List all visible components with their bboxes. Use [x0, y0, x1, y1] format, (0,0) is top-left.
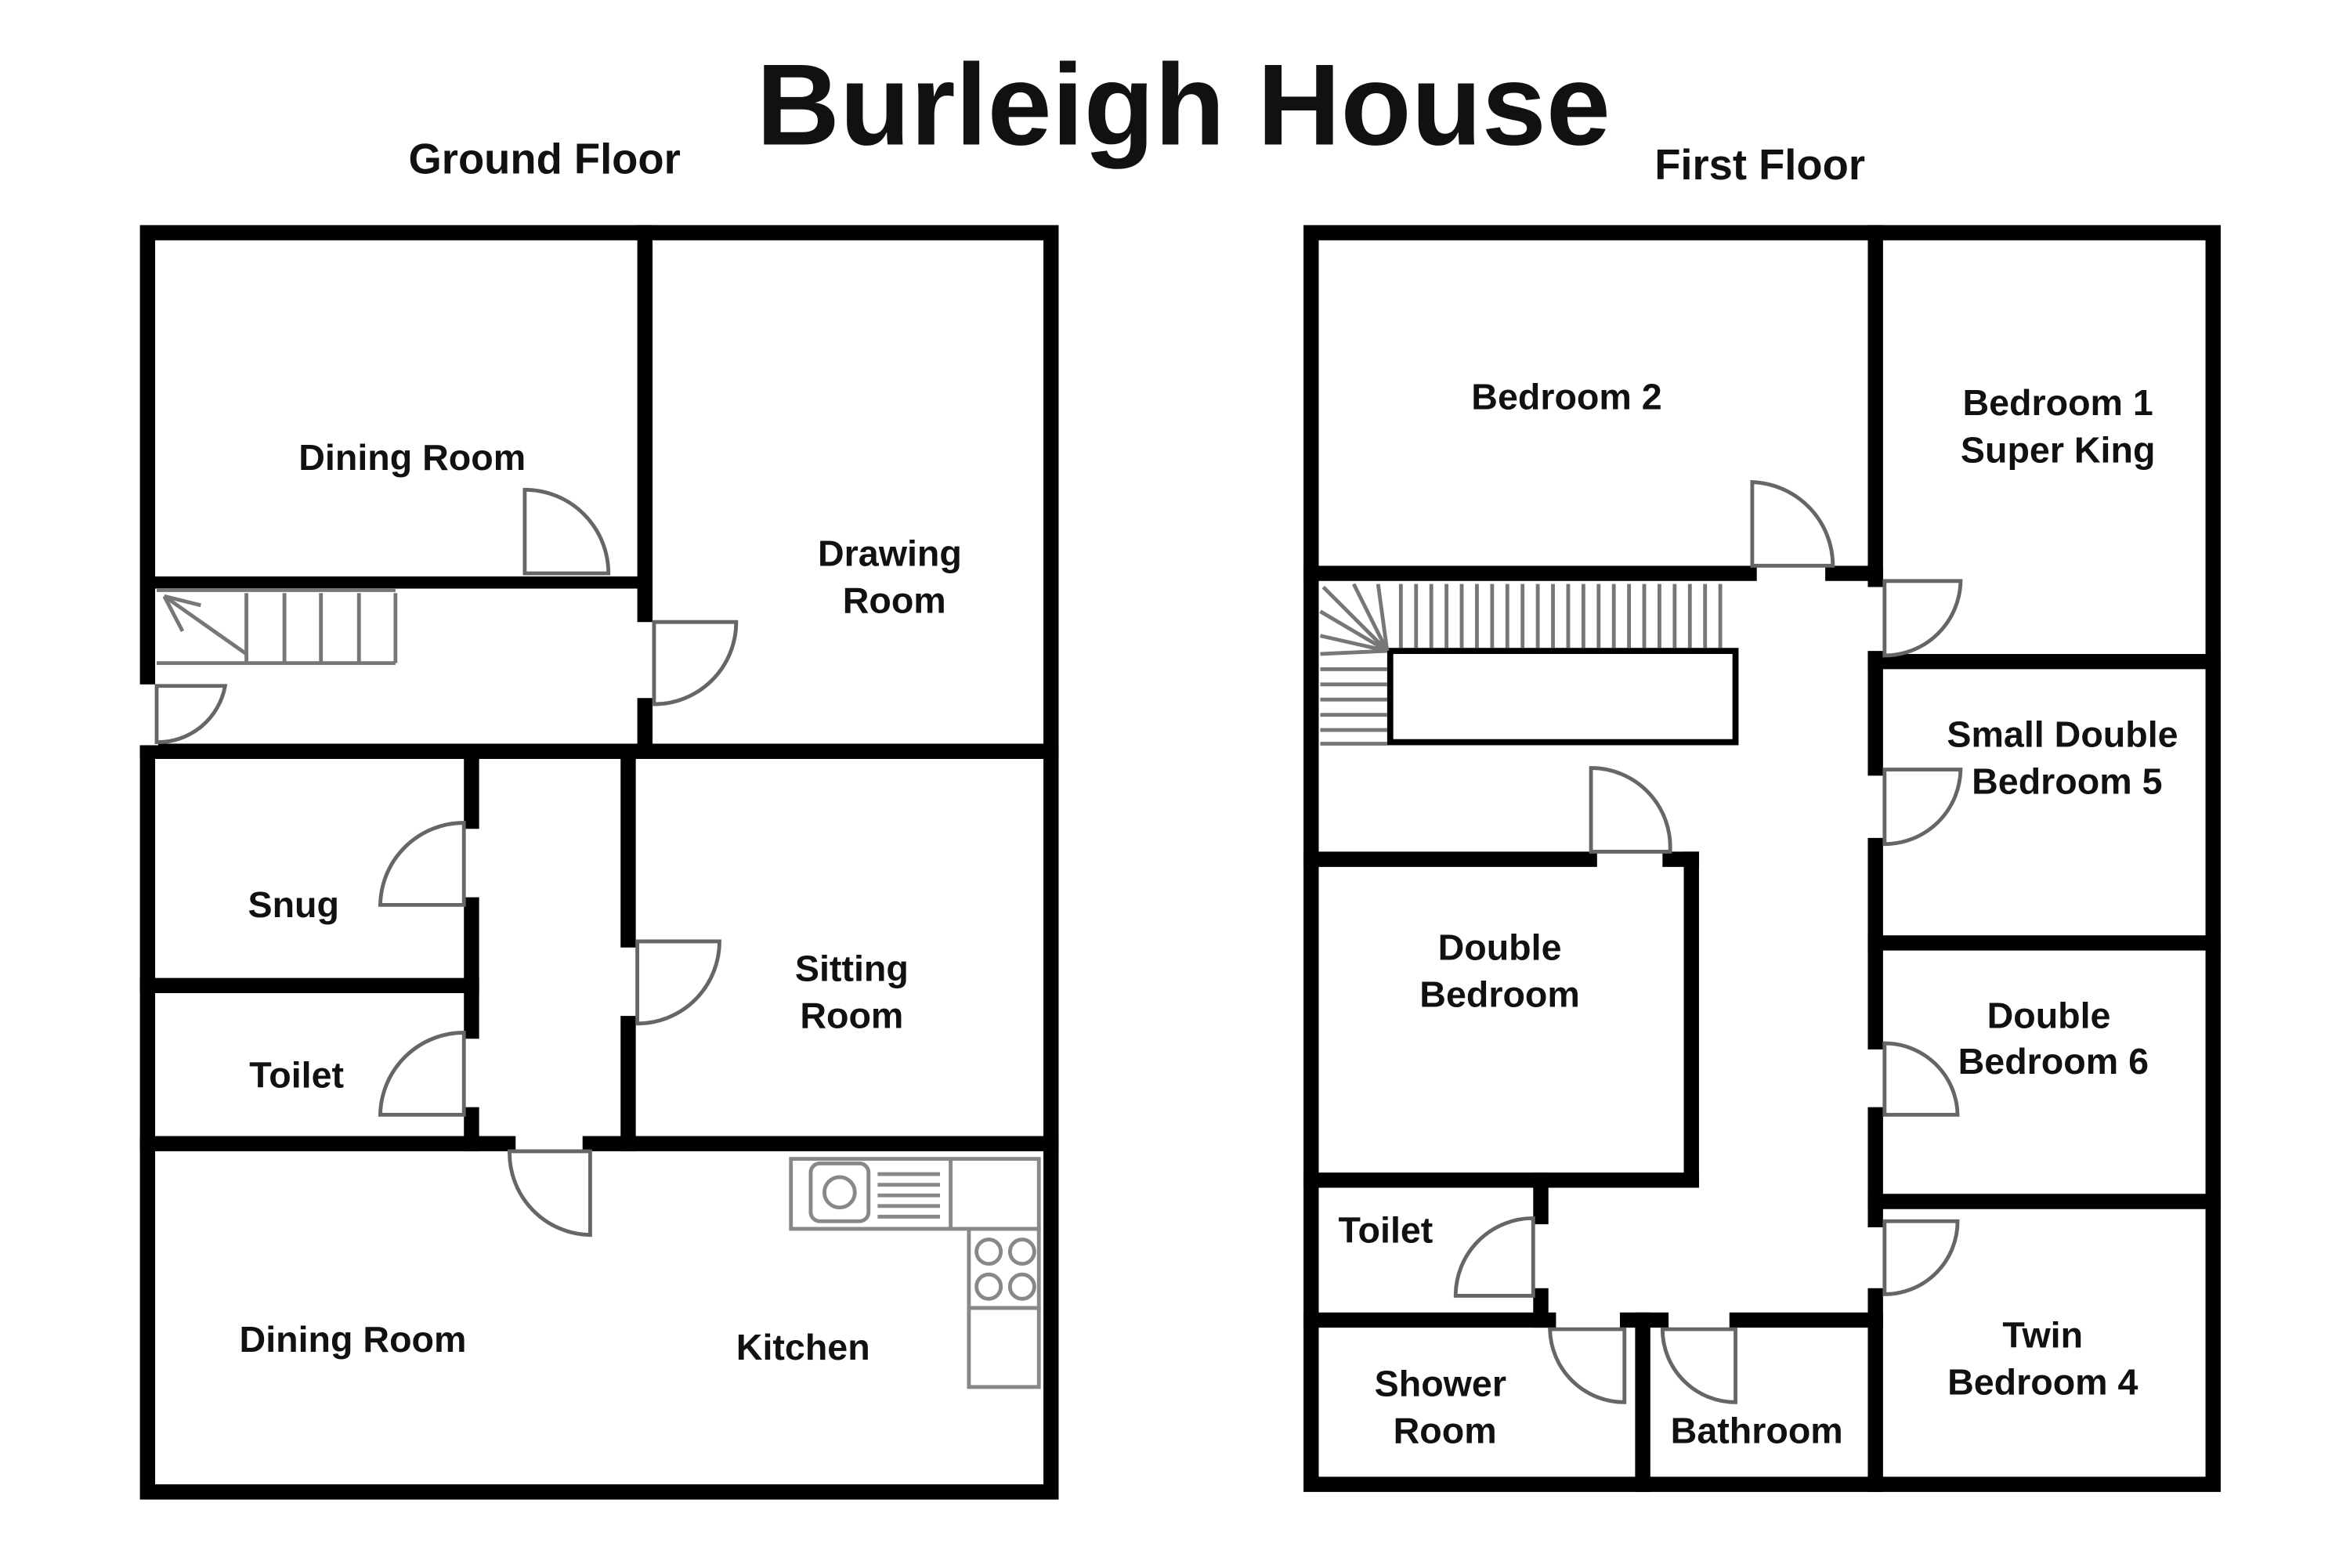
hob-ring-icon	[974, 1272, 1003, 1301]
first-floor-labels: Bedroom 2 Bedroom 1 Super King Small Dou…	[1339, 376, 2178, 1451]
first-floor-title: First Floor	[1654, 141, 1865, 189]
door	[635, 939, 721, 1026]
door	[522, 487, 611, 576]
sink-icon	[808, 1162, 871, 1223]
hob-ring-icon	[974, 1237, 1003, 1266]
stair-winder	[1319, 634, 1388, 653]
room-label: Drawing	[818, 533, 962, 573]
room-label: Sitting	[795, 948, 909, 988]
door	[1589, 766, 1672, 854]
stair-winder	[1376, 583, 1390, 652]
door	[378, 821, 466, 907]
room-label: Twin	[2002, 1314, 2083, 1355]
door	[652, 620, 739, 706]
room-label: Super King	[1961, 429, 2156, 470]
ground-floor: Ground Floor	[136, 135, 1059, 1500]
hob-ring-icon	[1007, 1272, 1036, 1301]
room-label: Double	[1987, 995, 2111, 1036]
ground-stairs	[157, 588, 398, 666]
room-label: Bedroom 4	[1947, 1362, 2138, 1403]
kitchen-fixtures	[789, 1157, 1041, 1389]
room-label: Bedroom 5	[1972, 761, 2162, 802]
door	[1548, 1327, 1627, 1404]
door	[1882, 1219, 1960, 1296]
room-label: Toilet	[1339, 1209, 1434, 1250]
door	[508, 1149, 592, 1237]
first-floor: First Floor	[1303, 141, 2221, 1492]
room-label: Bedroom	[1419, 974, 1580, 1014]
door	[1882, 1041, 1960, 1117]
first-doors	[1453, 480, 1963, 1404]
room-label: Small Double	[1947, 714, 2178, 754]
room-label: Bathroom	[1671, 1411, 1843, 1451]
room-label: Room	[800, 995, 903, 1036]
door	[1882, 768, 1963, 847]
door	[1660, 1327, 1737, 1404]
stairwell-void	[1386, 648, 1739, 746]
room-label: Double	[1438, 927, 1562, 967]
room-label: Shower	[1375, 1364, 1506, 1404]
ground-floor-title: Ground Floor	[409, 135, 681, 182]
ground-doors	[154, 487, 739, 1237]
stair-winder	[1321, 585, 1389, 652]
first-floor-walls	[1303, 225, 2221, 1492]
room-label: Room	[1394, 1411, 1497, 1451]
stair-arrow	[162, 594, 248, 656]
room-label: Bedroom 1	[1962, 382, 2153, 423]
door	[378, 1031, 466, 1117]
kitchen-counter	[967, 1306, 1041, 1389]
door	[1882, 579, 1963, 658]
stair-winder	[1320, 649, 1387, 656]
room-label: Bedroom 6	[1958, 1041, 2149, 1082]
ground-outer-wall	[139, 225, 1059, 1500]
room-label: Bedroom 2	[1471, 376, 1661, 417]
stair-winder	[1319, 609, 1389, 653]
hall-opening	[136, 684, 158, 746]
room-label: Toilet	[249, 1054, 344, 1095]
room-label: Dining Room	[240, 1319, 467, 1360]
door	[1750, 480, 1835, 568]
first-stairs	[1319, 583, 1723, 746]
drainer-icon	[877, 1172, 940, 1219]
room-label: Snug	[248, 884, 339, 925]
sink-drain-icon	[822, 1175, 857, 1210]
stair-winder	[1351, 583, 1390, 652]
room-label: Kitchen	[736, 1327, 870, 1367]
door	[1453, 1216, 1535, 1298]
kitchen-counter	[789, 1157, 1041, 1231]
plan-title: Burleigh House	[756, 40, 1610, 169]
room-label: Room	[843, 580, 946, 621]
ground-floor-walls	[139, 225, 1059, 1500]
door	[154, 684, 228, 745]
hob-ring-icon	[1007, 1237, 1036, 1266]
room-label: Dining Room	[298, 437, 526, 478]
ground-floor-labels: Dining Room Drawing Room Snug Sitting Ro…	[240, 437, 962, 1367]
